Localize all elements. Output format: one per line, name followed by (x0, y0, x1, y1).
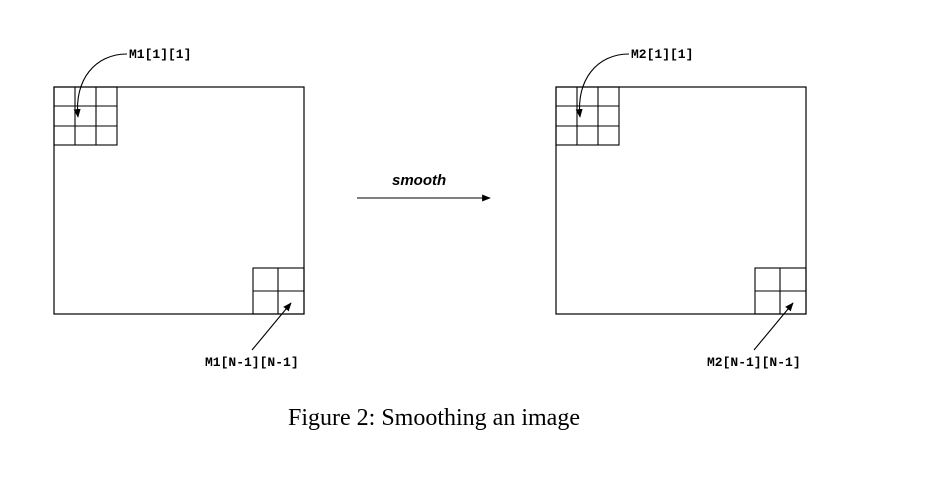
m2-bottom-pointer-arrow (753, 302, 794, 351)
m1-bottom-right-2x2-grid (252, 267, 305, 315)
m2-top-pointer-arrow (575, 53, 630, 118)
matrix-m1: M1[1][1] M1[N-1][N-1] (53, 47, 305, 370)
m1-top-pointer-arrow (73, 53, 128, 118)
m2-bottom-right-2x2-grid (754, 267, 807, 315)
matrix-m2-border (555, 86, 807, 315)
m1-top-label: M1[1][1] (129, 47, 191, 62)
m1-top-left-3x3-grid (53, 86, 118, 146)
m2-top-label: M2[1][1] (631, 47, 693, 62)
matrix-m2: M2[1][1] M2[N-1][N-1] (555, 47, 807, 370)
matrix-m1-border (53, 86, 305, 315)
figure-caption: Figure 2: Smoothing an image (288, 405, 580, 431)
m2-bottom-label: M2[N-1][N-1] (707, 355, 801, 370)
m1-bottom-label: M1[N-1][N-1] (205, 355, 299, 370)
m1-bottom-pointer-arrow (251, 302, 292, 351)
smooth-label: smooth (392, 172, 446, 189)
m2-top-left-3x3-grid (555, 86, 620, 146)
smooth-operation: smooth (357, 172, 491, 202)
